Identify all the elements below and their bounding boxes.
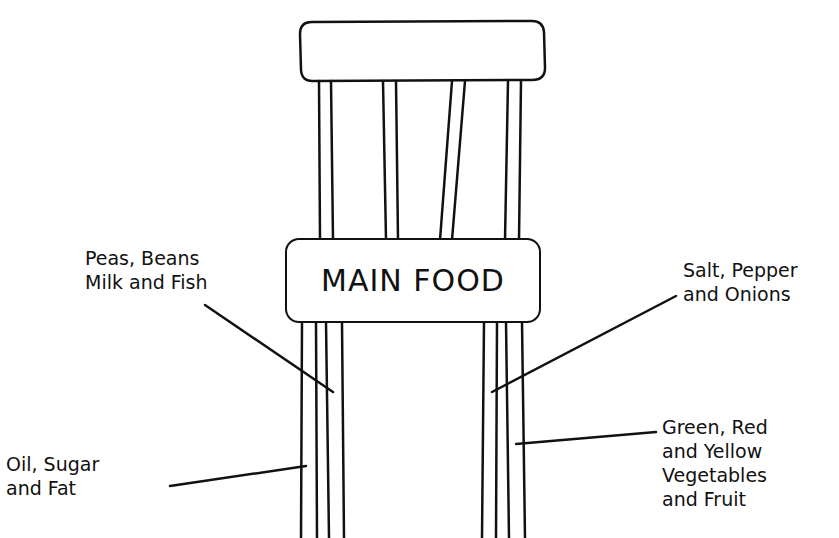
food-label: Green, Red and Yellow Vegetables and Fru… bbox=[662, 415, 804, 511]
food-label: Salt, Pepper and Onions bbox=[683, 258, 833, 306]
chair-leg bbox=[326, 322, 344, 538]
chair-top-rail bbox=[300, 21, 545, 81]
node-title: MAIN FOOD bbox=[321, 263, 505, 298]
seat-box: MAIN FOOD bbox=[285, 238, 541, 323]
chair-back-slat bbox=[383, 81, 398, 240]
food-label: Peas, Beans Milk and Fish bbox=[85, 246, 213, 294]
leader-line bbox=[516, 432, 656, 444]
chair-back-post bbox=[319, 81, 333, 240]
chair-leg bbox=[482, 322, 497, 538]
food-label: Oil, Sugar and Fat bbox=[6, 452, 126, 500]
chair-back-slat bbox=[440, 81, 465, 240]
chair-back-post bbox=[505, 81, 521, 240]
chair-leg bbox=[506, 322, 525, 538]
leader-line bbox=[170, 466, 306, 486]
chair-leg bbox=[301, 322, 317, 538]
